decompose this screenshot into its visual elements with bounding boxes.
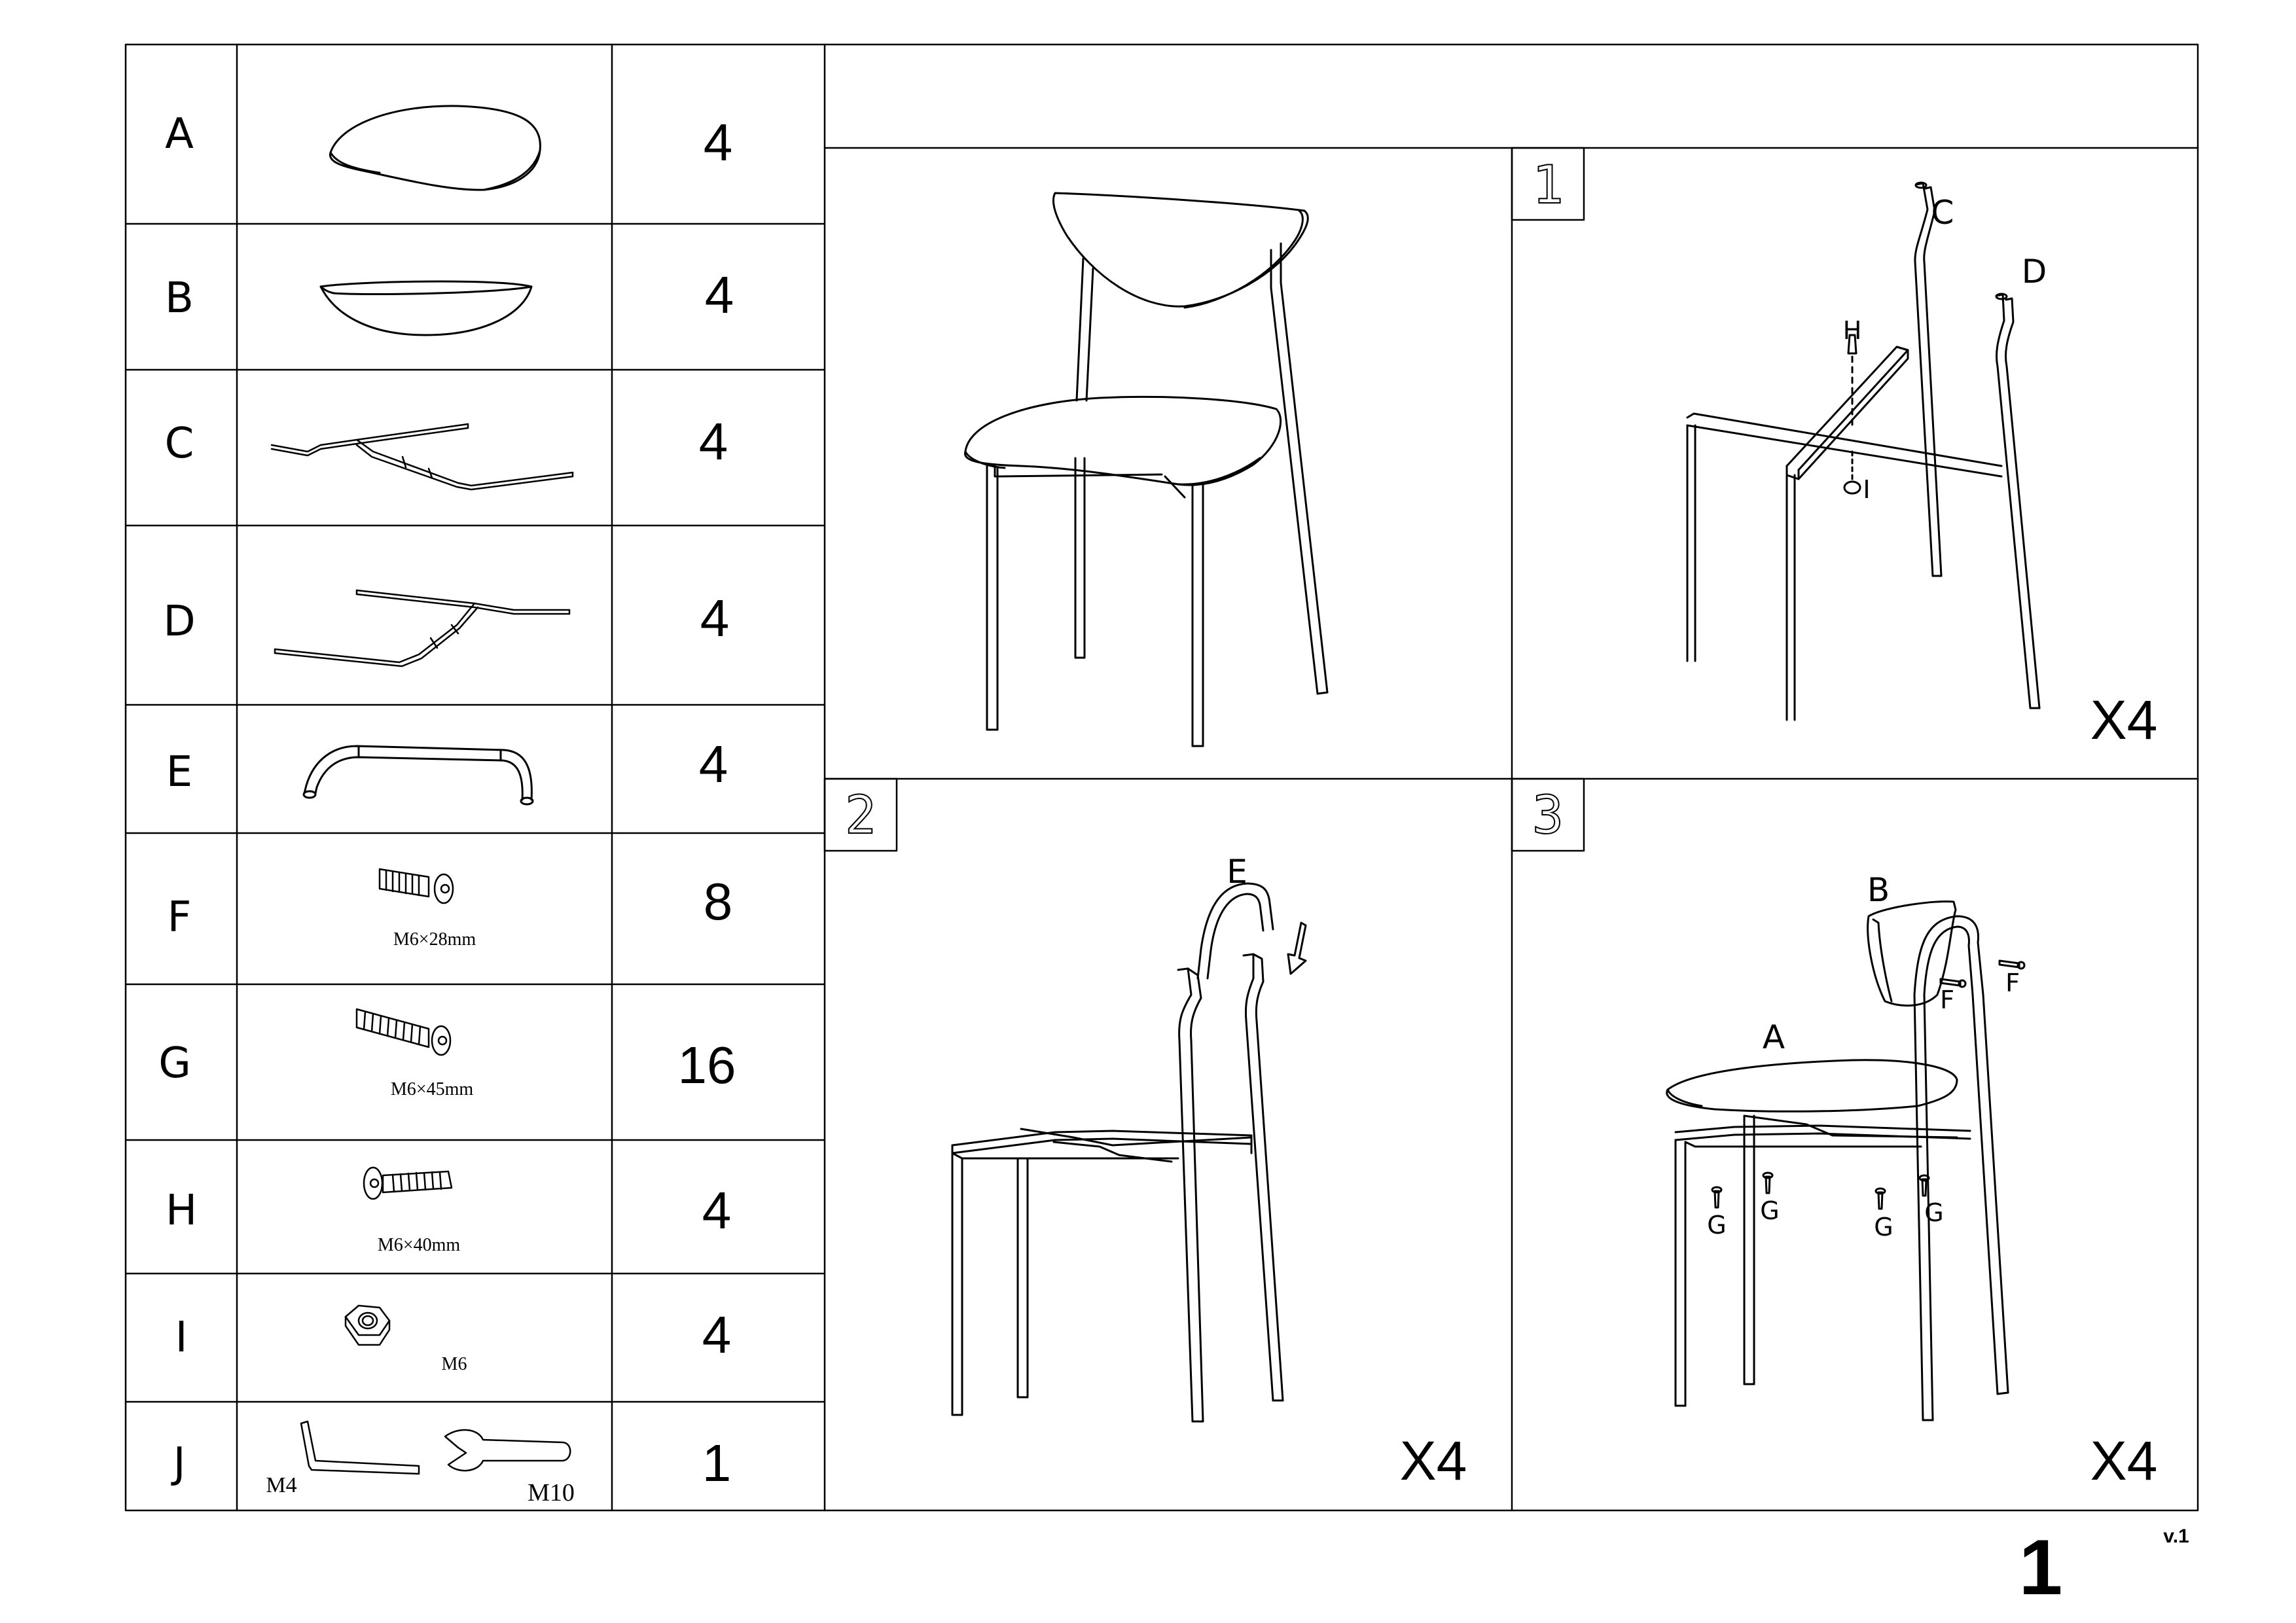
part-quantity: 4 [703, 113, 733, 171]
part-letter: J [173, 1439, 186, 1488]
step-number: 2 [844, 785, 877, 846]
part-quantity: 8 [703, 872, 733, 931]
part-letter: G [158, 1039, 191, 1088]
part-quantity: 4 [704, 266, 734, 324]
table-grid [124, 43, 2199, 1512]
part-size: M6 [441, 1354, 467, 1374]
part-size: M6×28mm [393, 929, 476, 950]
step3-illustration [1666, 901, 2026, 1421]
part-i-nut-icon [344, 1304, 391, 1346]
part-letter: C [164, 419, 194, 468]
part-quantity: 4 [698, 735, 728, 793]
part-quantity: 4 [702, 1181, 732, 1240]
part-quantity: 1 [702, 1434, 732, 1492]
part-e-topbar-icon [302, 745, 534, 806]
part-callout: G [1707, 1211, 1727, 1240]
step1-illustration [1686, 181, 2041, 721]
repeat-multiplier: X4 [2090, 1430, 2158, 1491]
part-callout: E [1227, 853, 1247, 891]
part-h-bolt-icon [363, 1166, 453, 1200]
part-letter: F [167, 893, 192, 942]
part-letter: H [165, 1186, 198, 1235]
wrench-size: M10 [528, 1479, 575, 1507]
part-callout: A [1762, 1018, 1785, 1056]
part-letter: I [175, 1313, 188, 1362]
version-label: v.1 [2163, 1525, 2189, 1547]
part-callout: F [2005, 969, 2020, 997]
page-number: 1 [2018, 1524, 2063, 1611]
step-number: 3 [1532, 785, 1564, 846]
repeat-multiplier: X4 [2090, 689, 2158, 751]
part-d-frame-icon [274, 589, 571, 668]
part-quantity: 4 [700, 589, 730, 647]
part-b-backrest-icon [319, 280, 533, 336]
part-letter: E [166, 748, 193, 796]
part-callout: I [1863, 475, 1871, 504]
part-quantity: 4 [698, 412, 728, 471]
part-letter: D [163, 597, 196, 646]
step-number: 1 [1532, 154, 1564, 215]
chair-overview-illustration [964, 192, 1329, 747]
part-j-tools-icon [300, 1420, 571, 1475]
part-callout: F [1940, 986, 1954, 1014]
part-callout: G [1760, 1196, 1780, 1225]
part-callout: B [1867, 871, 1890, 909]
part-callout: H [1842, 316, 1862, 345]
part-letter: B [165, 274, 194, 323]
hex-key-size: M4 [266, 1473, 297, 1497]
part-size: M6×45mm [390, 1079, 474, 1099]
part-letter: A [165, 110, 194, 158]
part-f-bolt-icon [378, 868, 454, 904]
part-callout: G [1874, 1213, 1893, 1241]
step2-illustration [951, 882, 1307, 1423]
repeat-multiplier: X4 [1399, 1430, 1467, 1491]
part-size: M6×40mm [377, 1235, 461, 1255]
part-callout: D [2021, 253, 2047, 291]
part-quantity: 4 [702, 1306, 732, 1364]
part-callout: C [1931, 194, 1954, 232]
part-quantity: 16 [677, 1036, 736, 1094]
part-callout: G [1924, 1198, 1944, 1227]
part-a-seat-icon [329, 105, 541, 191]
part-g-bolt-icon [355, 1008, 452, 1056]
part-c-frame-icon [270, 423, 574, 491]
